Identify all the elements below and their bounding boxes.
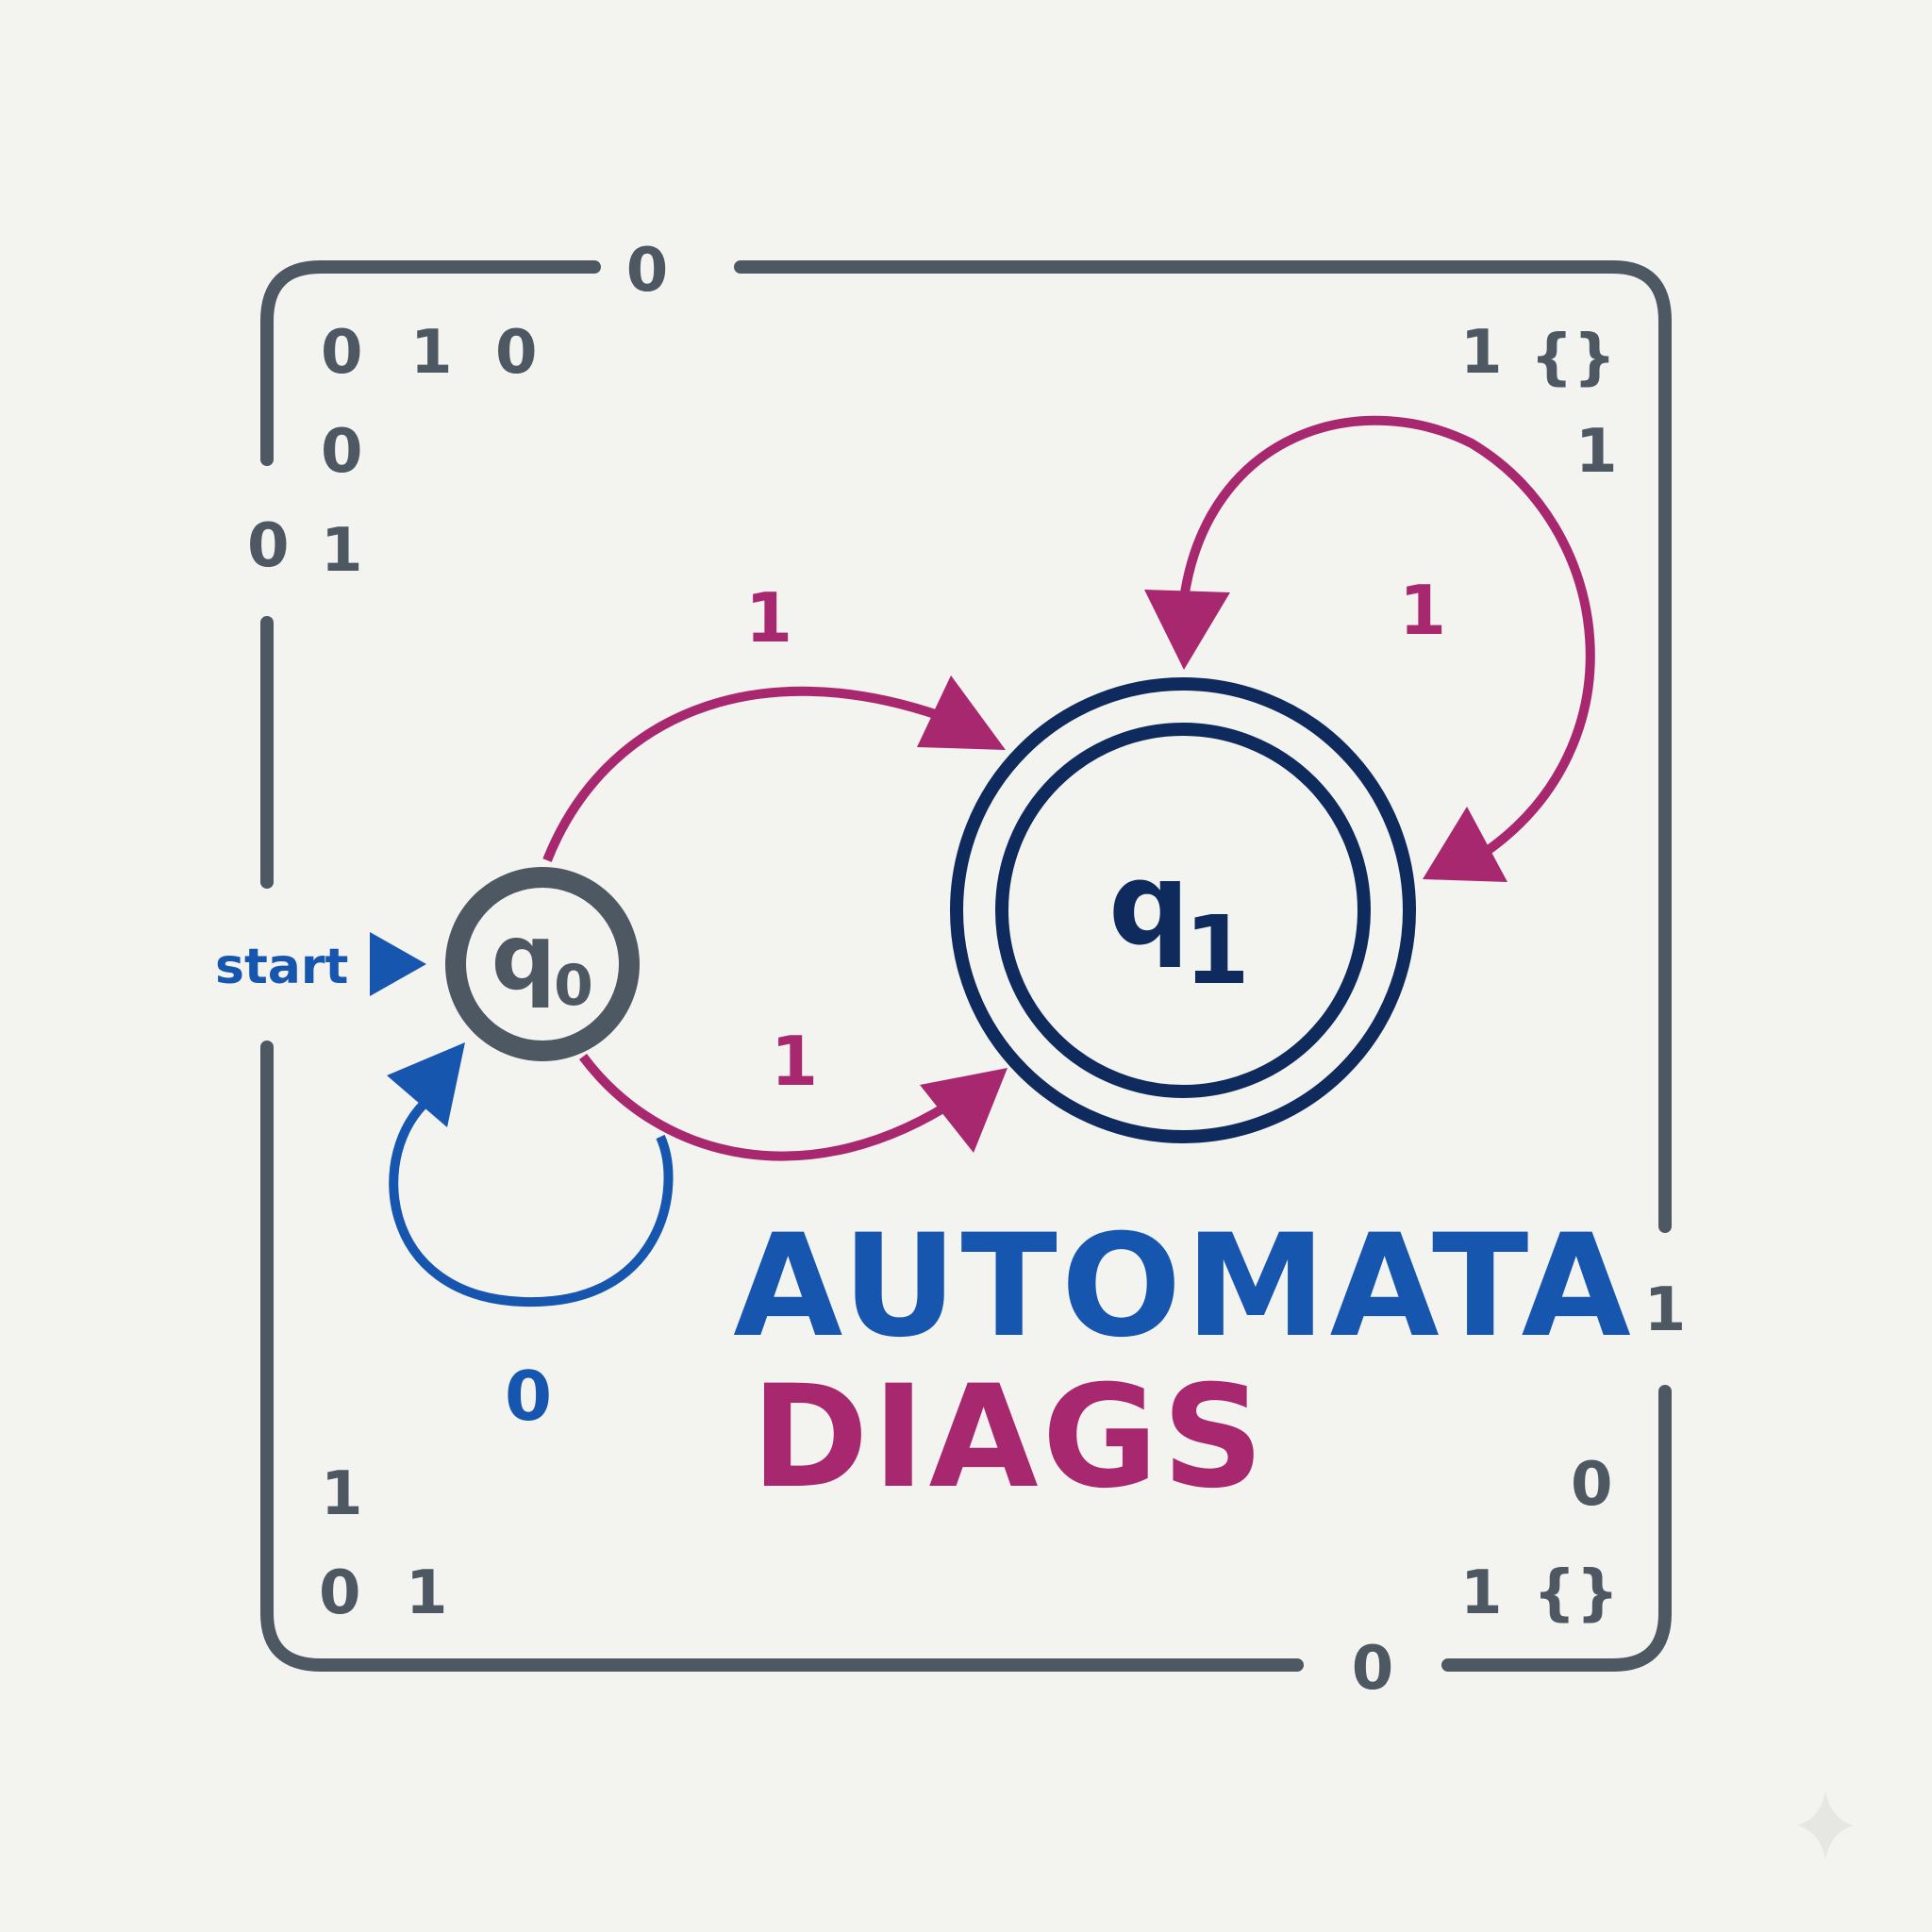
decor-braces: {} [1533,1558,1619,1628]
decor-top-right: 1 {} 1 [1460,318,1618,487]
state-q0-subscript: 0 [554,953,593,1019]
decor-digit: 0 [319,1558,361,1628]
decor-digit: 0 [1571,1450,1613,1520]
decor-digit: 1 [1575,417,1618,487]
state-q1-subscript: 1 [1184,895,1250,1006]
decor-digit: 1 [321,1459,363,1529]
start-arrow-icon [370,932,426,996]
transition-q0-self-loop [389,1095,674,1307]
frame-top-right-segment [734,260,1672,1233]
decor-digit: 1 [321,516,363,586]
transition-label: 1 [1399,571,1446,650]
state-q1-outer-circle [950,677,1416,1143]
decor-braces: {} [1530,323,1616,392]
transition-label: 0 [505,1357,552,1436]
start-label: start [215,939,348,995]
arrowhead-icon [387,1042,465,1127]
frame-left-bottom-segment [260,1041,1304,1672]
transition-label: 1 [771,1022,818,1101]
frame-gap-label-right: 1 [1644,1275,1687,1345]
frame-top-left-segment [260,260,601,466]
decor-digit: 0 [495,318,538,388]
state-q1[interactable]: q 1 [950,677,1416,1143]
frame-gap-label-top: 0 [626,236,669,306]
state-q0[interactable]: q 0 [445,867,640,1061]
title-line-2: DIAGS [751,1356,1268,1520]
decor-digit: 0 [321,318,363,388]
decor-digit: 1 [1460,1558,1503,1628]
sparkle-icon [1797,1790,1854,1860]
decor-digit: 0 [247,511,290,581]
state-q0-circle [445,867,640,1061]
decor-digit: 1 [1460,318,1503,388]
state-q1-name: q [1108,840,1190,971]
frame-right-bottom-segment [1441,1385,1672,1672]
decor-bottom-left: 1 0 1 [319,1459,448,1628]
arrowhead-icon [1144,590,1230,670]
transition-q1-self-loop [1179,415,1595,858]
decor-top-left: 0 1 0 0 0 1 [247,318,538,586]
frame [260,260,1672,1672]
decor-digit: 1 [410,318,453,388]
arrowhead-icon [917,675,1006,750]
frame-gap-label-bottom: 0 [1352,1634,1394,1704]
title-line-1: AUTOMATA [733,1205,1635,1369]
transition-q0-q1-upper [542,686,945,862]
state-q0-name: q [491,905,557,1010]
decor-bottom-right: 0 1 {} [1460,1450,1619,1628]
arrowhead-icon [920,1068,1008,1153]
transition-q0-q1-lower [578,1054,965,1161]
arrowhead-icon [1423,807,1507,882]
decor-digit: 0 [321,417,363,487]
decor-digit: 1 [406,1558,448,1628]
transition-label: 1 [745,578,792,658]
state-q1-inner-circle [995,723,1371,1098]
